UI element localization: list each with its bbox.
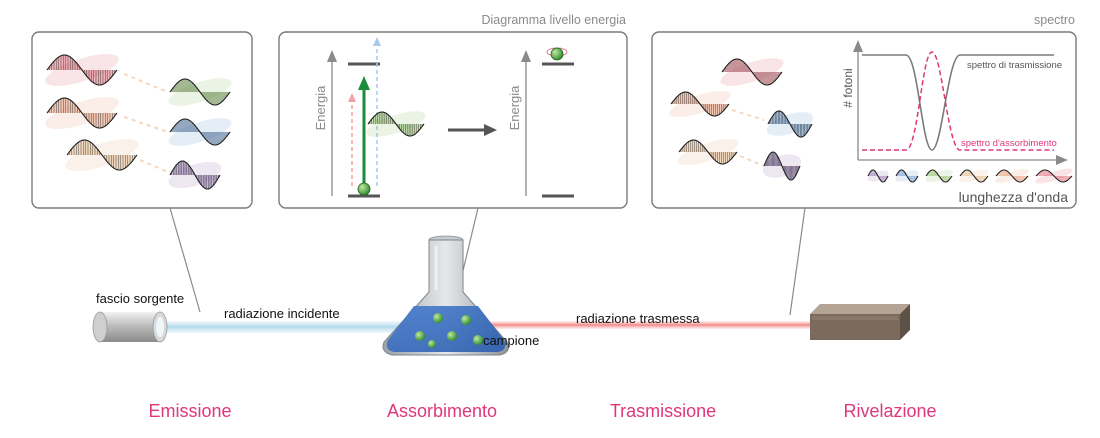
spectrum-wave-orange xyxy=(669,90,731,118)
electron-excited xyxy=(550,47,564,61)
sample-flask xyxy=(382,235,509,356)
spectrum-wave-red xyxy=(720,58,784,86)
energy-axis-label-right: Energia xyxy=(507,85,522,131)
process-arrow xyxy=(448,124,497,136)
detection-connector xyxy=(789,207,806,316)
spectrum-panel-title: spectro xyxy=(1034,13,1075,27)
strip-wave-4 xyxy=(995,169,1029,183)
energy-diagram-right: Energia xyxy=(507,47,574,198)
wave-red xyxy=(45,53,119,87)
strip-wave-5 xyxy=(1035,168,1073,184)
stage-detection: Rivelazione xyxy=(843,401,936,421)
detector xyxy=(810,304,910,340)
emission-waves xyxy=(45,53,232,190)
spectrum-wave-yellow xyxy=(677,138,739,166)
wave-blue xyxy=(168,118,232,146)
photon-wave-green xyxy=(366,111,426,137)
spectrum-waves xyxy=(669,58,814,181)
stage-absorption: Assorbimento xyxy=(387,401,497,421)
spectrum-wave-blue xyxy=(766,110,814,138)
wave-purple xyxy=(168,160,222,190)
wave-orange xyxy=(45,96,119,130)
transmitted-beam xyxy=(470,321,830,329)
stage-emission: Emissione xyxy=(148,401,231,421)
strip-wave-0 xyxy=(867,169,889,183)
photons-axis-label: # fotoni xyxy=(841,68,855,107)
energy-axis-label-left: Energia xyxy=(313,85,328,131)
absorption-curve xyxy=(862,51,1054,151)
transmitted-label: radiazione trasmessa xyxy=(576,311,700,326)
transmission-curve xyxy=(862,54,1054,151)
strip-wave-2 xyxy=(925,169,953,183)
source-label: fascio sorgente xyxy=(96,291,184,306)
electron-ground xyxy=(357,182,371,196)
sample-label: campione xyxy=(483,333,539,348)
spectrum-wave-purple xyxy=(762,151,802,181)
wave-yellow xyxy=(65,138,139,172)
energy-photon-wave xyxy=(366,111,426,137)
light-source xyxy=(92,311,168,343)
strip-wave-3 xyxy=(959,169,989,183)
spectrum-panel xyxy=(651,31,1077,209)
incident-beam xyxy=(160,321,410,333)
incident-label: radiazione incidente xyxy=(224,306,340,321)
stage-transmission: Trasmissione xyxy=(610,401,716,421)
strip-wave-1 xyxy=(895,169,919,183)
transmission-label: spettro di trasmissione xyxy=(967,60,1062,71)
energy-panel-title: Diagramma livello energia xyxy=(481,13,626,27)
wavelength-wave-strip xyxy=(867,168,1073,184)
wave-green xyxy=(168,78,232,106)
wavelength-axis-label: lunghezza d'onda xyxy=(959,189,1069,205)
spectrum-chart: # fotoni spettro di trasmissione spettro… xyxy=(841,40,1073,205)
emission-connector xyxy=(169,207,201,313)
energy-panel xyxy=(278,31,628,209)
absorption-label: spettro d'assorbimento xyxy=(961,138,1057,149)
